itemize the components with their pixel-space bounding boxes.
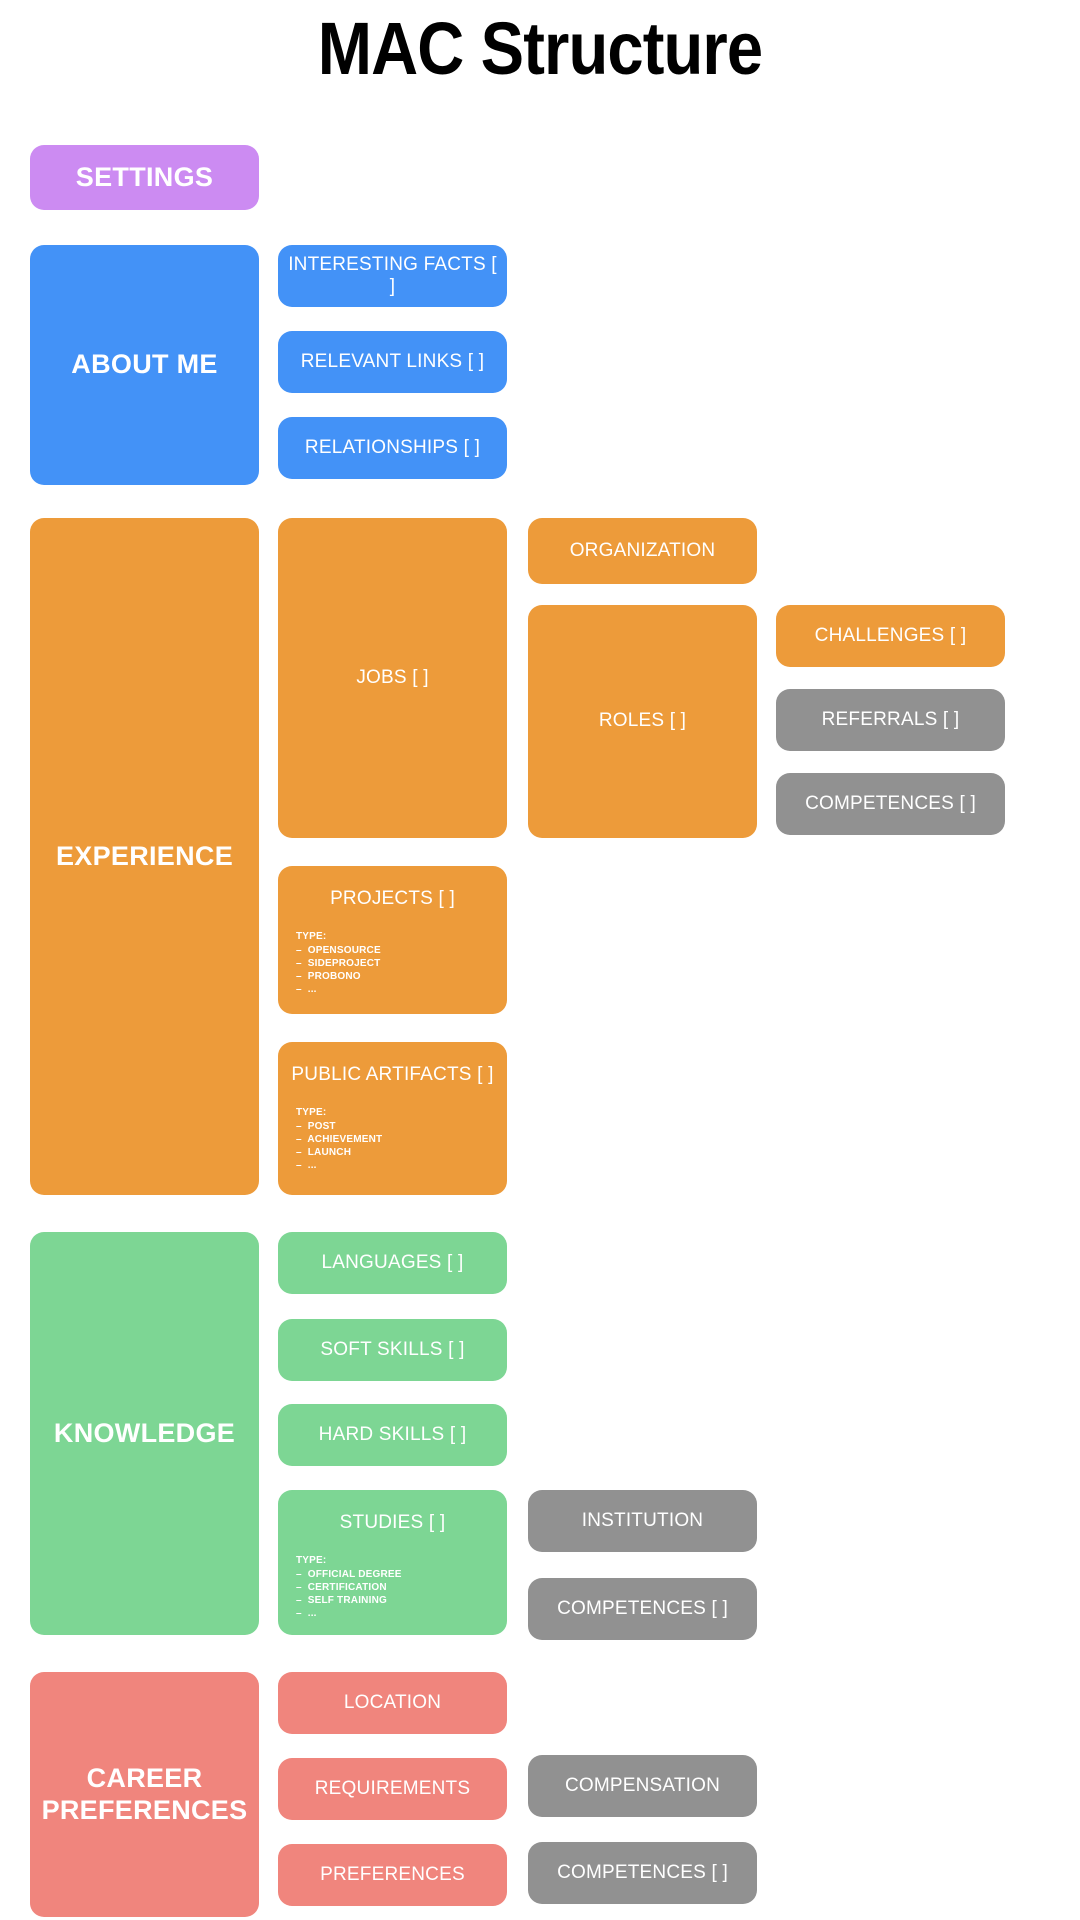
node-career-competences-label: COMPETENCES [ ] [557, 1861, 728, 1883]
node-projects-label: PROJECTS [ ] [330, 888, 455, 909]
node-soft-skills-label: SOFT SKILLS [ ] [320, 1338, 465, 1360]
node-requirements[interactable]: REQUIREMENTS [278, 1758, 507, 1820]
node-studies-label: STUDIES [ ] [339, 1512, 446, 1533]
type-item: – POST [296, 1120, 336, 1132]
node-location[interactable]: LOCATION [278, 1672, 507, 1734]
node-requirements-label: REQUIREMENTS [314, 1777, 471, 1799]
node-challenges[interactable]: CHALLENGES [ ] [776, 605, 1005, 667]
node-projects-type-list: TYPE: – OPENSOURCE – SIDEPROJECT – PROBO… [296, 930, 507, 996]
node-organization[interactable]: ORGANIZATION [528, 518, 757, 584]
node-jobs[interactable]: JOBS [ ] [278, 518, 507, 838]
node-languages[interactable]: LANGUAGES [ ] [278, 1232, 507, 1294]
type-item: – ... [296, 1608, 317, 1620]
node-roles-label: ROLES [ ] [598, 710, 687, 732]
node-public-artifacts-label: PUBLIC ARTIFACTS [ ] [291, 1064, 494, 1085]
node-career-competences[interactable]: COMPETENCES [ ] [528, 1842, 757, 1904]
type-label: TYPE: [296, 931, 327, 943]
node-experience-label: EXPERIENCE [55, 840, 234, 871]
node-interesting-facts-label: INTERESTING FACTS [ ] [288, 253, 497, 297]
node-preferences-label: PREFERENCES [320, 1863, 465, 1885]
node-jobs-label: JOBS [ ] [356, 666, 429, 688]
node-preferences[interactable]: PREFERENCES [278, 1844, 507, 1906]
node-public-artifacts-type-list: TYPE: – POST – ACHIEVEMENT – LAUNCH – ..… [296, 1106, 507, 1172]
node-hard-skills[interactable]: HARD SKILLS [ ] [278, 1404, 507, 1466]
node-public-artifacts[interactable]: PUBLIC ARTIFACTS [ ] TYPE: – POST – ACHI… [278, 1042, 507, 1195]
node-about-me-label: ABOUT ME [71, 349, 218, 380]
node-experience-competences[interactable]: COMPETENCES [ ] [776, 773, 1005, 835]
node-institution-label: INSTITUTION [581, 1509, 704, 1531]
type-item: – SELF TRAINING [296, 1594, 387, 1606]
node-experience[interactable]: EXPERIENCE [30, 518, 259, 1195]
node-organization-label: ORGANIZATION [569, 539, 716, 561]
node-referrals-label: REFERRALS [ ] [821, 708, 960, 730]
node-referrals[interactable]: REFERRALS [ ] [776, 689, 1005, 751]
type-item: – PROBONO [296, 970, 361, 982]
type-item: – LAUNCH [296, 1146, 352, 1158]
node-projects[interactable]: PROJECTS [ ] TYPE: – OPENSOURCE – SIDEPR… [278, 866, 507, 1014]
node-career-preferences[interactable]: CAREER PREFERENCES [30, 1672, 259, 1917]
node-hard-skills-label: HARD SKILLS [ ] [318, 1423, 467, 1445]
node-knowledge-competences[interactable]: COMPETENCES [ ] [528, 1578, 757, 1640]
node-challenges-label: CHALLENGES [ ] [814, 624, 967, 646]
node-career-preferences-label: CAREER PREFERENCES [41, 1762, 248, 1825]
node-languages-label: LANGUAGES [ ] [321, 1251, 464, 1273]
node-location-label: LOCATION [343, 1691, 442, 1713]
node-studies[interactable]: STUDIES [ ] TYPE: – OFFICIAL DEGREE – CE… [278, 1490, 507, 1635]
node-knowledge-competences-label: COMPETENCES [ ] [557, 1597, 728, 1619]
type-item: – ... [296, 1160, 317, 1172]
node-compensation[interactable]: COMPENSATION [528, 1755, 757, 1817]
node-soft-skills[interactable]: SOFT SKILLS [ ] [278, 1319, 507, 1381]
node-studies-type-list: TYPE: – OFFICIAL DEGREE – CERTIFICATION … [296, 1554, 507, 1620]
node-relationships-label: RELATIONSHIPS [ ] [304, 436, 481, 458]
node-relevant-links[interactable]: RELEVANT LINKS [ ] [278, 331, 507, 393]
type-item: – SIDEPROJECT [296, 957, 381, 969]
node-settings[interactable]: SETTINGS [30, 145, 259, 210]
node-settings-label: SETTINGS [75, 161, 214, 192]
page-title: MAC Structure [317, 7, 763, 90]
node-knowledge-label: KNOWLEDGE [53, 1417, 236, 1448]
node-relevant-links-label: RELEVANT LINKS [ ] [300, 350, 485, 372]
node-compensation-label: COMPENSATION [564, 1774, 721, 1796]
type-label: TYPE: [296, 1555, 327, 1567]
node-roles[interactable]: ROLES [ ] [528, 605, 757, 838]
node-interesting-facts[interactable]: INTERESTING FACTS [ ] [278, 245, 507, 307]
node-institution[interactable]: INSTITUTION [528, 1490, 757, 1552]
node-relationships[interactable]: RELATIONSHIPS [ ] [278, 417, 507, 479]
type-item: – OPENSOURCE [296, 944, 381, 956]
type-item: – ... [296, 984, 317, 996]
type-item: – ACHIEVEMENT [296, 1133, 383, 1145]
type-item: – CERTIFICATION [296, 1581, 387, 1593]
type-label: TYPE: [296, 1107, 327, 1119]
node-about-me[interactable]: ABOUT ME [30, 245, 259, 485]
node-knowledge[interactable]: KNOWLEDGE [30, 1232, 259, 1635]
type-item: – OFFICIAL DEGREE [296, 1568, 402, 1580]
node-experience-competences-label: COMPETENCES [ ] [805, 792, 976, 814]
